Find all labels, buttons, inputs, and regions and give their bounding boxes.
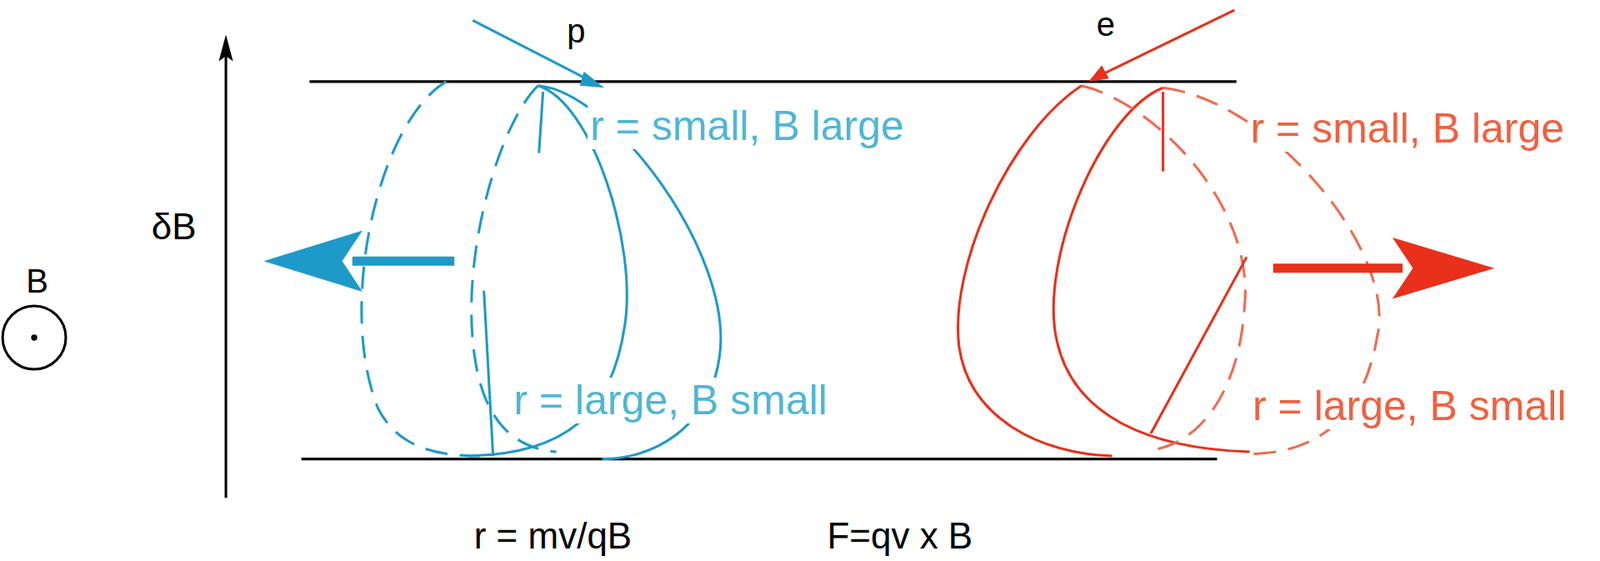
axis-arrowhead bbox=[219, 35, 234, 62]
electron-orbit-segment bbox=[1150, 256, 1247, 434]
formula: F=qv x B bbox=[824, 515, 975, 556]
radius-note: r = small, B large bbox=[1248, 105, 1568, 152]
top-boundary bbox=[309, 80, 1236, 83]
proton-orbit-dashed bbox=[361, 81, 480, 456]
particle-label: p bbox=[564, 12, 588, 50]
field-dot bbox=[30, 334, 37, 340]
electron-incoming-head bbox=[1088, 65, 1109, 82]
formula: r = mv/qB bbox=[471, 515, 635, 556]
proton-incoming-head bbox=[580, 71, 605, 89]
proton-drift-shaft bbox=[352, 256, 455, 266]
proton-orbit-segment bbox=[484, 290, 494, 456]
electron-orbit-dashed bbox=[1081, 85, 1246, 450]
proton-orbit-segment bbox=[539, 91, 544, 153]
electron-orbit-segment bbox=[1161, 91, 1165, 171]
radius-note: r = large, B small bbox=[1250, 383, 1570, 430]
particle-label: e bbox=[1094, 5, 1118, 43]
radius-note: r = large, B small bbox=[510, 377, 830, 424]
electron-drift-head bbox=[1392, 237, 1495, 299]
electron-incoming bbox=[1100, 10, 1235, 75]
field-label: B bbox=[23, 262, 51, 300]
radius-note: r = small, B large bbox=[587, 103, 907, 150]
gradient-axis bbox=[225, 50, 228, 498]
field-out-of-page-symbol bbox=[2, 305, 66, 370]
bottom-boundary bbox=[301, 457, 1218, 460]
electron-drift-shaft bbox=[1273, 263, 1403, 273]
gradient-label: δB bbox=[149, 206, 200, 247]
proton-drift-head bbox=[263, 230, 363, 292]
